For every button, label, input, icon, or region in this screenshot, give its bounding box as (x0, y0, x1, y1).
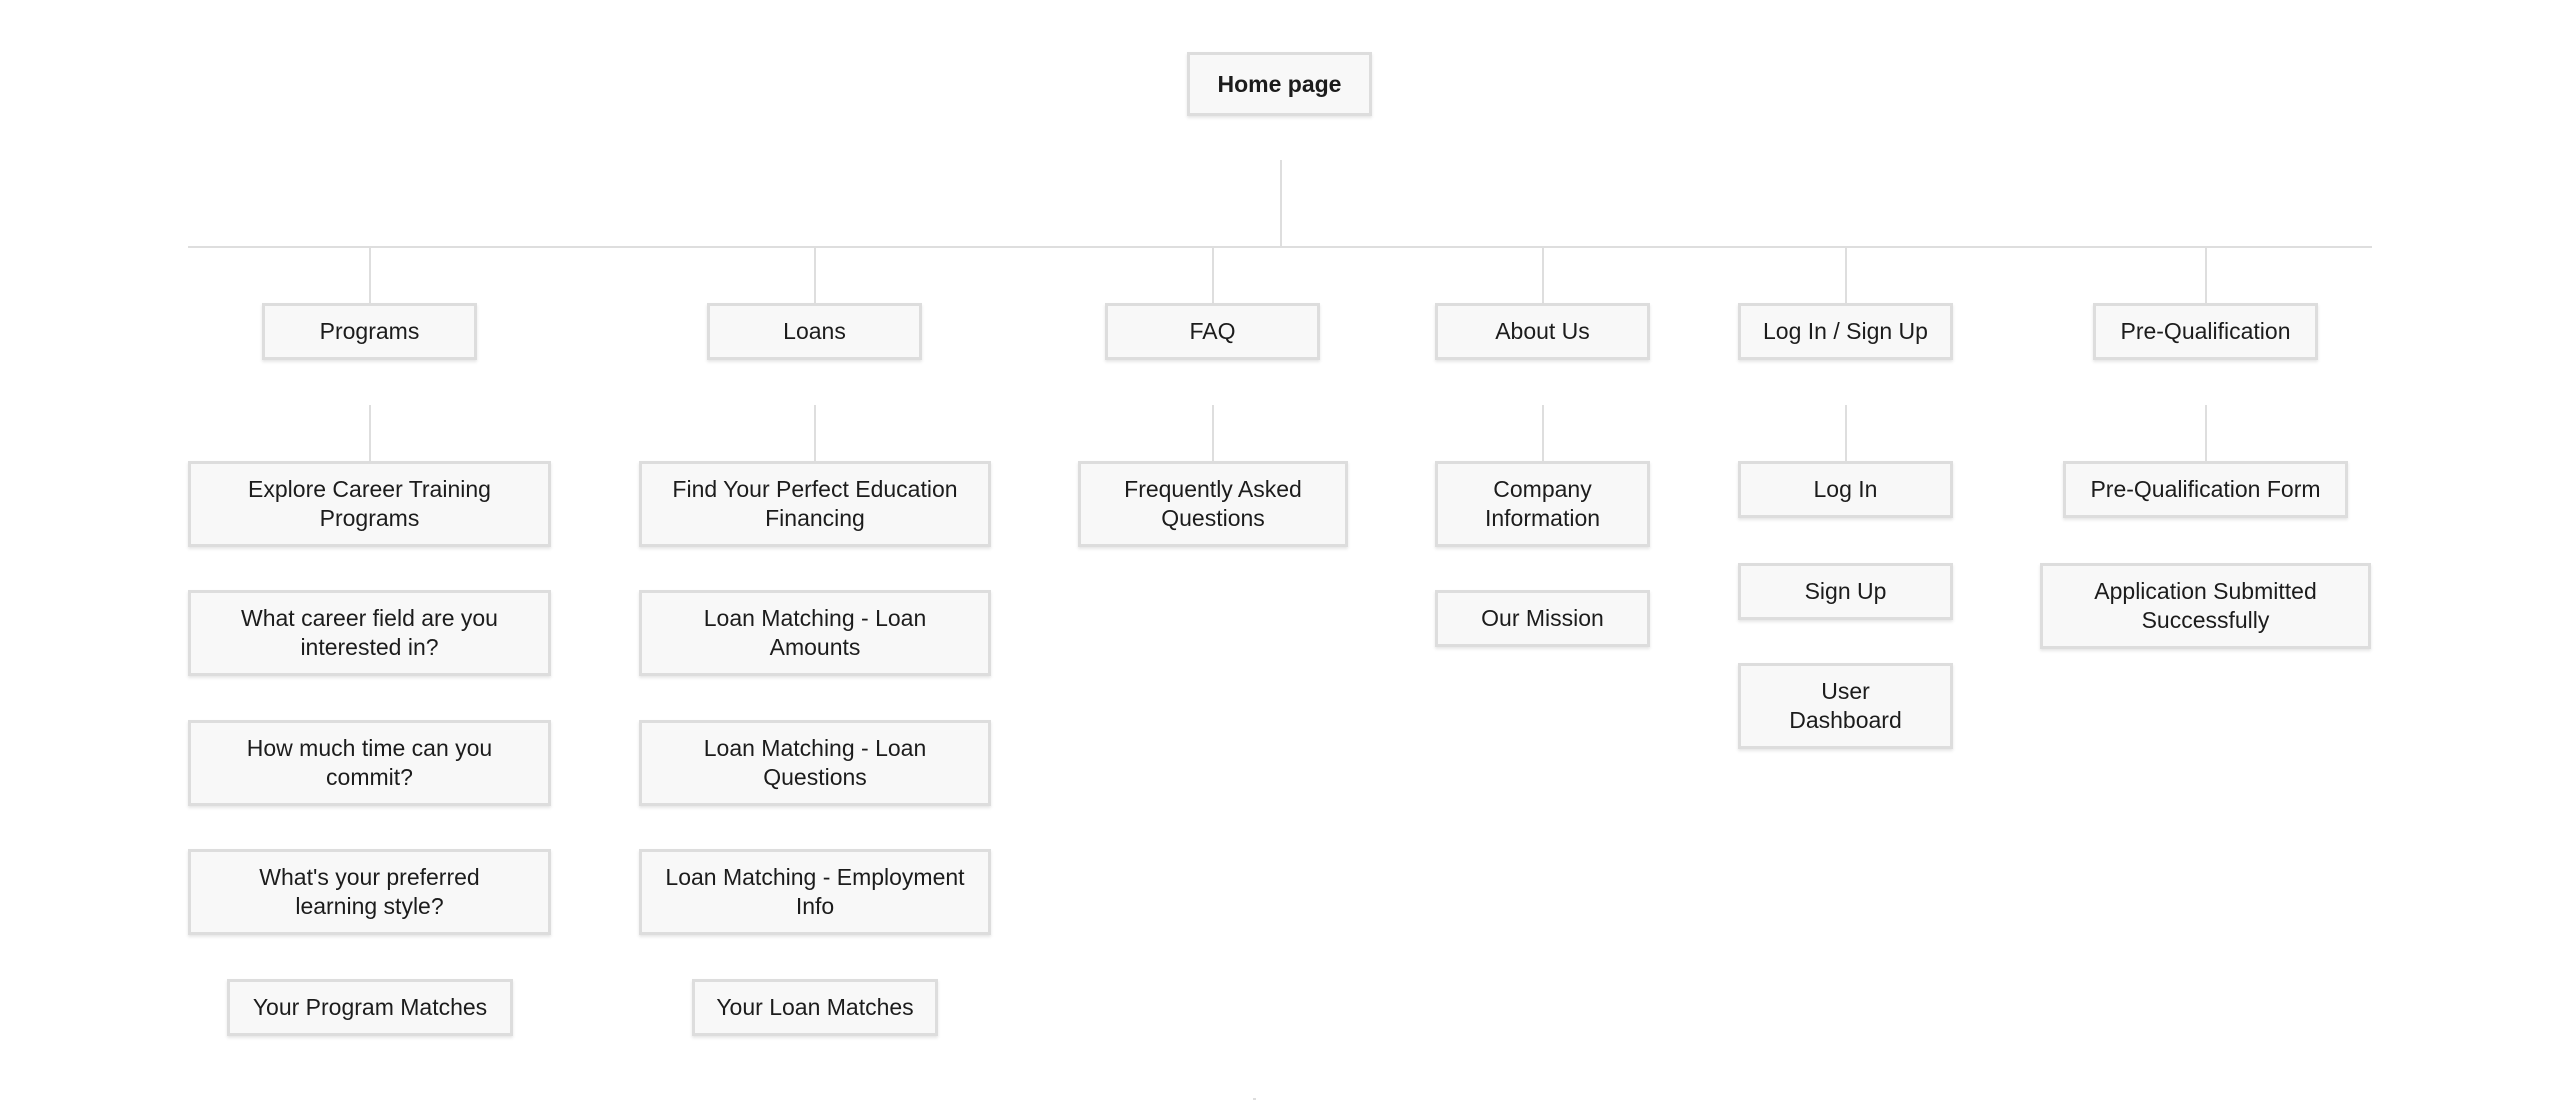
node-label: FAQ (1189, 318, 1236, 344)
node-label: What career field are you interested in? (241, 605, 498, 660)
connector-login-signup-pages (1845, 405, 1847, 461)
node-label: Our Mission (1481, 605, 1604, 631)
node-label: About Us (1495, 318, 1590, 344)
node-our-mission[interactable]: Our Mission (1435, 590, 1650, 647)
canvas-marker (1253, 1098, 1256, 1100)
connector-login-signup (1845, 248, 1847, 304)
connector-pre-qualification-pages (2205, 405, 2207, 461)
node-label: Your Loan Matches (716, 994, 914, 1020)
connector-horizontal-bus (188, 246, 2372, 248)
node-company-information[interactable]: Company Information (1435, 461, 1650, 547)
node-log-in[interactable]: Log In (1738, 461, 1953, 518)
node-label: User Dashboard (1789, 678, 1902, 733)
node-learning-style-question[interactable]: What's your preferred learning style? (188, 849, 551, 935)
node-label: Loans (783, 318, 846, 344)
node-user-dashboard[interactable]: User Dashboard (1738, 663, 1953, 749)
node-your-program-matches[interactable]: Your Program Matches (227, 979, 513, 1036)
node-label: Application Submitted Successfully (2094, 578, 2317, 633)
connector-root (1280, 160, 1282, 246)
node-find-education-financing[interactable]: Find Your Perfect Education Financing (639, 461, 991, 547)
node-time-commitment-question[interactable]: How much time can you commit? (188, 720, 551, 806)
node-label: Log In / Sign Up (1763, 318, 1928, 344)
connector-about-us (1542, 248, 1544, 304)
node-home-page[interactable]: Home page (1187, 52, 1372, 116)
node-label: Company Information (1484, 476, 1601, 531)
node-label: How much time can you commit? (246, 735, 493, 790)
connector-loans-pages (814, 405, 816, 461)
node-explore-career-training-programs[interactable]: Explore Career Training Programs (188, 461, 551, 547)
node-label: Loan Matching - Employment Info (665, 864, 965, 919)
node-application-submitted[interactable]: Application Submitted Successfully (2040, 563, 2371, 649)
connector-pre-qualification (2205, 248, 2207, 304)
node-career-field-question[interactable]: What career field are you interested in? (188, 590, 551, 676)
node-pre-qualification-form[interactable]: Pre-Qualification Form (2063, 461, 2348, 518)
node-label: Programs (319, 318, 420, 344)
node-loan-matching-amounts[interactable]: Loan Matching - Loan Amounts (639, 590, 991, 676)
node-faq[interactable]: FAQ (1105, 303, 1320, 360)
node-label: Loan Matching - Loan Questions (703, 735, 927, 790)
node-programs[interactable]: Programs (262, 303, 477, 360)
node-label: Your Program Matches (252, 994, 488, 1020)
connector-programs (369, 248, 371, 304)
node-your-loan-matches[interactable]: Your Loan Matches (692, 979, 938, 1036)
node-frequently-asked-questions[interactable]: Frequently Asked Questions (1078, 461, 1348, 547)
node-label: Explore Career Training Programs (248, 476, 491, 531)
node-label: Home page (1217, 70, 1342, 97)
node-label: Find Your Perfect Education Financing (672, 476, 958, 531)
node-pre-qualification[interactable]: Pre-Qualification (2093, 303, 2318, 360)
node-label: What's your preferred learning style? (259, 864, 480, 919)
node-loans[interactable]: Loans (707, 303, 922, 360)
node-login-signup[interactable]: Log In / Sign Up (1738, 303, 1953, 360)
node-label: Pre-Qualification (2120, 318, 2291, 344)
node-sign-up[interactable]: Sign Up (1738, 563, 1953, 620)
node-loan-matching-questions[interactable]: Loan Matching - Loan Questions (639, 720, 991, 806)
node-label: Frequently Asked Questions (1124, 476, 1302, 531)
node-label: Pre-Qualification Form (2090, 476, 2321, 502)
connector-faq-pages (1212, 405, 1214, 461)
connector-programs-pages (369, 405, 371, 461)
node-loan-matching-employment[interactable]: Loan Matching - Employment Info (639, 849, 991, 935)
connector-faq (1212, 248, 1214, 304)
connector-loans (814, 248, 816, 304)
node-label: Log In (1813, 476, 1878, 502)
node-label: Sign Up (1804, 578, 1887, 604)
node-about-us[interactable]: About Us (1435, 303, 1650, 360)
node-label: Loan Matching - Loan Amounts (703, 605, 927, 660)
connector-about-us-pages (1542, 405, 1544, 461)
